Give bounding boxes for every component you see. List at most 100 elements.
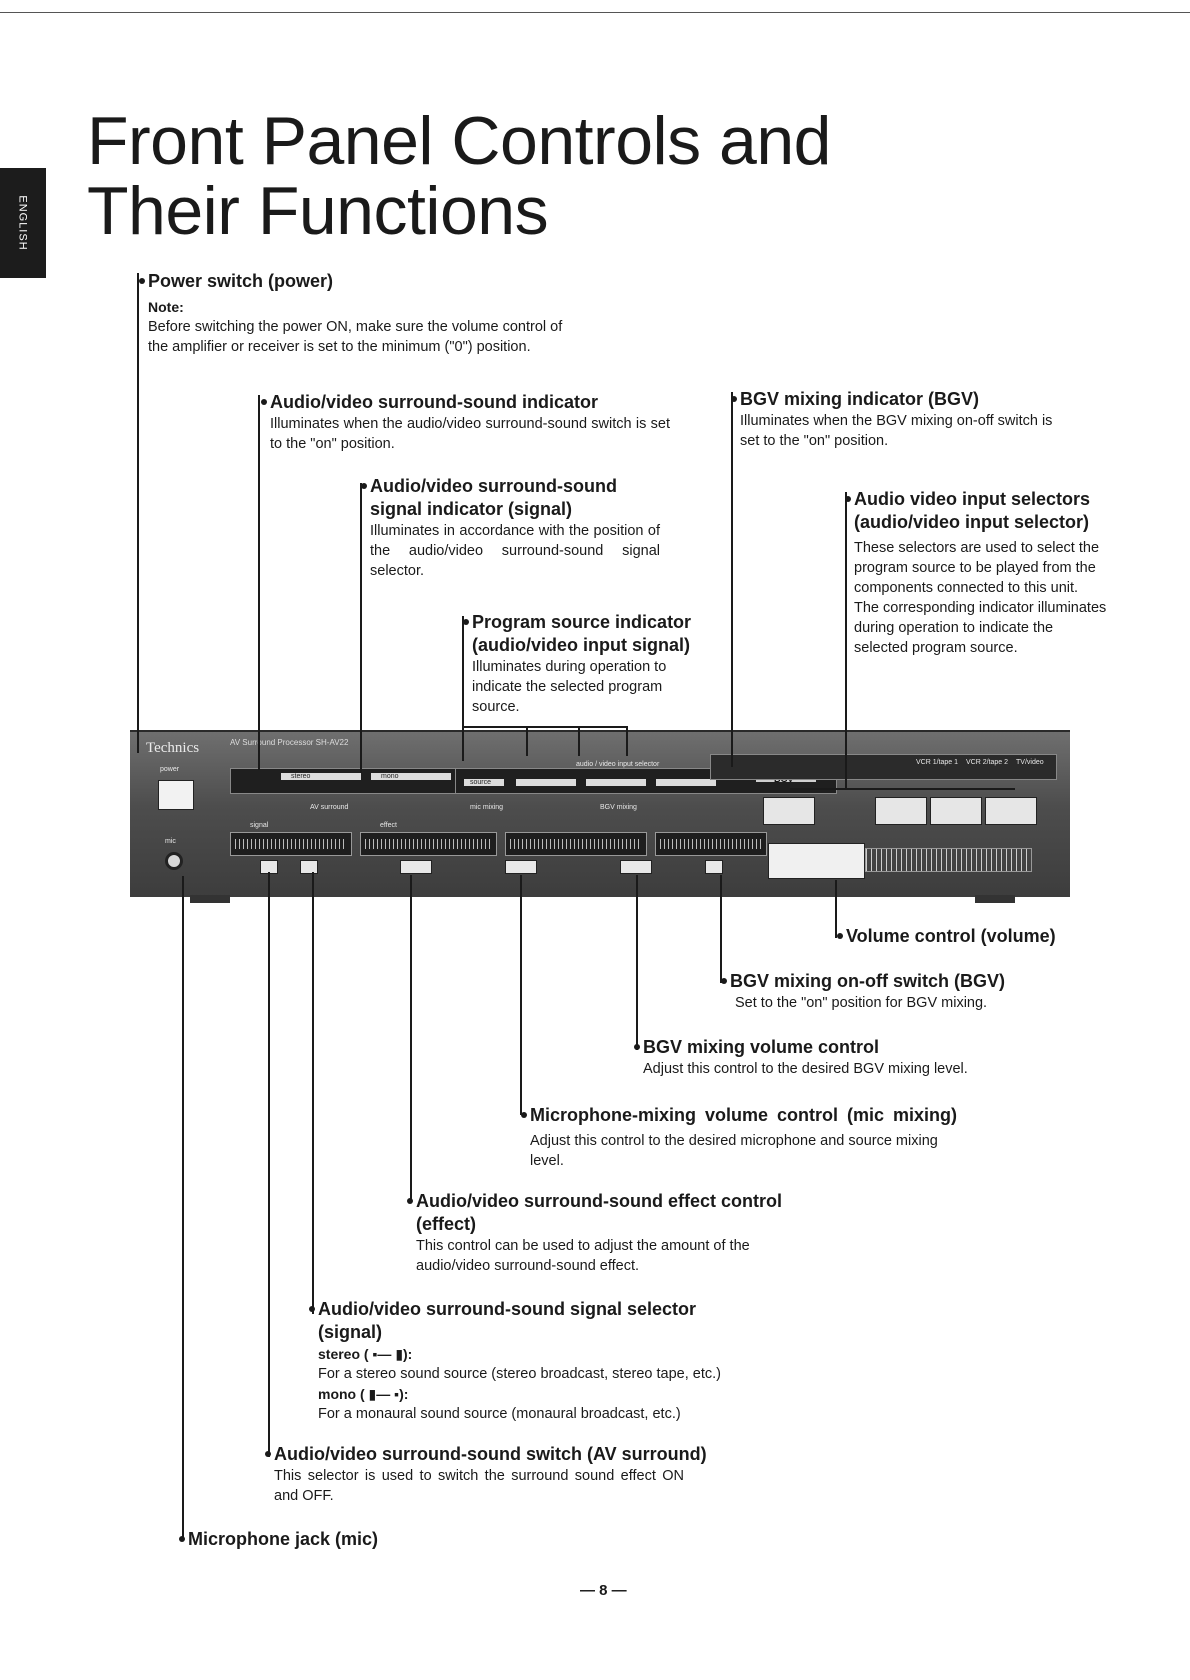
program-source-heading-2: (audio/video input signal): [472, 635, 690, 655]
bullet-dot: [407, 1198, 413, 1204]
program-source-heading-1: Program source indicator: [472, 612, 692, 632]
leader-bgv-indicator: [731, 392, 733, 767]
input-selector-1-button[interactable]: [875, 797, 927, 825]
volume-knob[interactable]: [768, 843, 865, 879]
signal-lamp: [371, 773, 451, 780]
effect-text: This control can be used to adjust the a…: [416, 1238, 750, 1274]
leader-input-selectors-bar: [790, 788, 1015, 790]
leader-signal-indicator: [360, 483, 362, 773]
signal-indicator-heading-1: Audio/video surround-sound: [370, 476, 617, 496]
program-source-text: Illuminates during operation to indicate…: [472, 659, 667, 715]
model-label: AV Surround Processor SH-AV22: [230, 738, 349, 747]
input-selectors-heading-1: Audio video input selectors: [854, 489, 1091, 509]
leader-program-source-bar: [462, 726, 626, 728]
bgv-switch-heading: BGV mixing on-off switch (BGV): [730, 971, 1005, 991]
effect-heading-2: (effect): [416, 1214, 477, 1234]
source-lamp-label: source: [470, 779, 492, 786]
bgv-volume-text: Adjust this control to the desired BGV m…: [643, 1061, 968, 1077]
bgv-switch-text: Set to the "on" position for BGV mixing.: [735, 995, 988, 1011]
input-selectors-text-1: These selectors are used to select the p…: [854, 540, 1100, 596]
power-switch[interactable]: [158, 780, 194, 810]
effect-label: effect: [380, 822, 397, 829]
av-switch-callout: Audio/video surround-sound switch (AV su…: [265, 1443, 794, 1506]
signal-indicator-callout: Audio/video surround-sound signal indica…: [361, 475, 670, 581]
av-surround-indicator-text: Illuminates when the audio/video surroun…: [270, 416, 670, 452]
power-note-text: Before switching the power ON, make sure…: [148, 319, 563, 355]
leader-signal-selector: [312, 872, 314, 1314]
bullet-dot: [361, 483, 367, 489]
leader-av-indicator: [258, 395, 260, 770]
av-switch-text: This selector is used to switch the surr…: [274, 1468, 684, 1504]
signal-selector-heading-2: (signal): [318, 1322, 383, 1342]
power-heading: Power switch (power): [148, 271, 334, 291]
power-label: power: [160, 766, 180, 773]
top-rule: [0, 12, 1190, 13]
device-foot-right: [975, 895, 1015, 903]
mic-jack-heading: Microphone jack (mic): [188, 1529, 379, 1549]
bgv-volume-callout: BGV mixing volume control Adjust this co…: [634, 1036, 1073, 1079]
leader-mic-jack: [182, 876, 184, 1541]
signal-label: signal: [250, 822, 269, 829]
signal-selector-heading-1: Audio/video surround-sound signal select…: [318, 1299, 697, 1319]
bgv-indicator-callout: BGV mixing indicator (BGV) Illuminates w…: [731, 388, 1070, 451]
page-title: Front Panel Controls and Their Functions: [87, 106, 831, 246]
slot-ticks: [660, 839, 762, 849]
stereo-text: For a stereo sound source (stereo broadc…: [318, 1366, 721, 1382]
effect-callout: Audio/video surround-sound effect contro…: [407, 1190, 836, 1276]
bullet-dot: [179, 1536, 185, 1542]
mic-mixing-label: mic mixing: [470, 804, 504, 811]
bgv-indicator-heading: BGV mixing indicator (BGV): [740, 389, 980, 409]
bgv-volume-control[interactable]: [620, 860, 652, 874]
input-selector-3-button[interactable]: [985, 797, 1037, 825]
slot-ticks: [365, 839, 492, 849]
input-1-label: VCR 1/tape 1: [916, 759, 959, 766]
bullet-dot: [521, 1112, 527, 1118]
volume-heading: Volume control (volume): [846, 926, 1056, 946]
effect-control[interactable]: [400, 860, 432, 874]
mic-label: mic: [165, 838, 176, 845]
source-lamp: [464, 779, 504, 786]
leader-program-tick-2: [578, 726, 580, 756]
bgv-volume-heading: BGV mixing volume control: [643, 1037, 880, 1057]
leader-input-selectors: [845, 492, 847, 789]
bgv-switch-callout: BGV mixing on-off switch (BGV) Set to th…: [721, 970, 1090, 1013]
leader-bgv-volume: [636, 875, 638, 1050]
input-selectors-text-2: The corresponding indicator illuminates …: [854, 600, 1107, 656]
mic-mixing-control[interactable]: [505, 860, 537, 874]
signal-selector[interactable]: [300, 860, 318, 874]
bullet-dot: [261, 399, 267, 405]
power-callout: Power switch (power) Note: Before switch…: [139, 270, 588, 357]
input-3-label: TV/video: [1016, 759, 1044, 766]
av-surround-lamp: [281, 773, 361, 780]
input-selectors-callout: Audio video input selectors (audio/video…: [845, 488, 1124, 658]
bullet-dot: [845, 496, 851, 502]
bullet-dot: [837, 933, 843, 939]
mono-lamp-label: mono: [381, 773, 399, 780]
leader-program-tick-1: [526, 726, 528, 756]
page-title-line1: Front Panel Controls and: [87, 103, 831, 179]
input-lamp-3: [656, 779, 716, 786]
input-lamp-2: [586, 779, 646, 786]
input-signal-label: audio / video input selector: [576, 761, 660, 768]
brand-logo: Technics: [146, 740, 200, 756]
bgv-switch[interactable]: [705, 860, 723, 874]
program-source-indicator-callout: Program source indicator (audio/video in…: [463, 611, 732, 717]
source-selector-button[interactable]: [763, 797, 815, 825]
input-lamp-1: [516, 779, 576, 786]
mic-mixing-heading: Microphone-mixing volume control (mic mi…: [530, 1105, 958, 1125]
bullet-dot: [309, 1306, 315, 1312]
av-surround-indicator-heading: Audio/video surround-sound indicator: [270, 392, 598, 412]
av-switch-track: [230, 832, 352, 856]
bgv-mixing-label: BGV mixing: [600, 804, 637, 811]
leader-av-switch: [268, 872, 270, 1457]
mono-label: mono ( ▮— ▪):: [318, 1386, 409, 1402]
mic-jack[interactable]: [165, 852, 183, 870]
mic-mixing-text: Adjust this control to the desired micro…: [530, 1133, 938, 1169]
mono-text: For a monaural sound source (monaural br…: [318, 1406, 681, 1422]
input-selector-2-button[interactable]: [930, 797, 982, 825]
input-selector-window: VCR 1/tape 1 VCR 2/tape 2 TV/video: [710, 754, 1057, 780]
volume-callout: Volume control (volume): [837, 925, 1106, 948]
bullet-dot: [139, 278, 145, 284]
leader-program-tick-3: [626, 726, 628, 756]
language-tab-label: ENGLISH: [17, 195, 30, 251]
